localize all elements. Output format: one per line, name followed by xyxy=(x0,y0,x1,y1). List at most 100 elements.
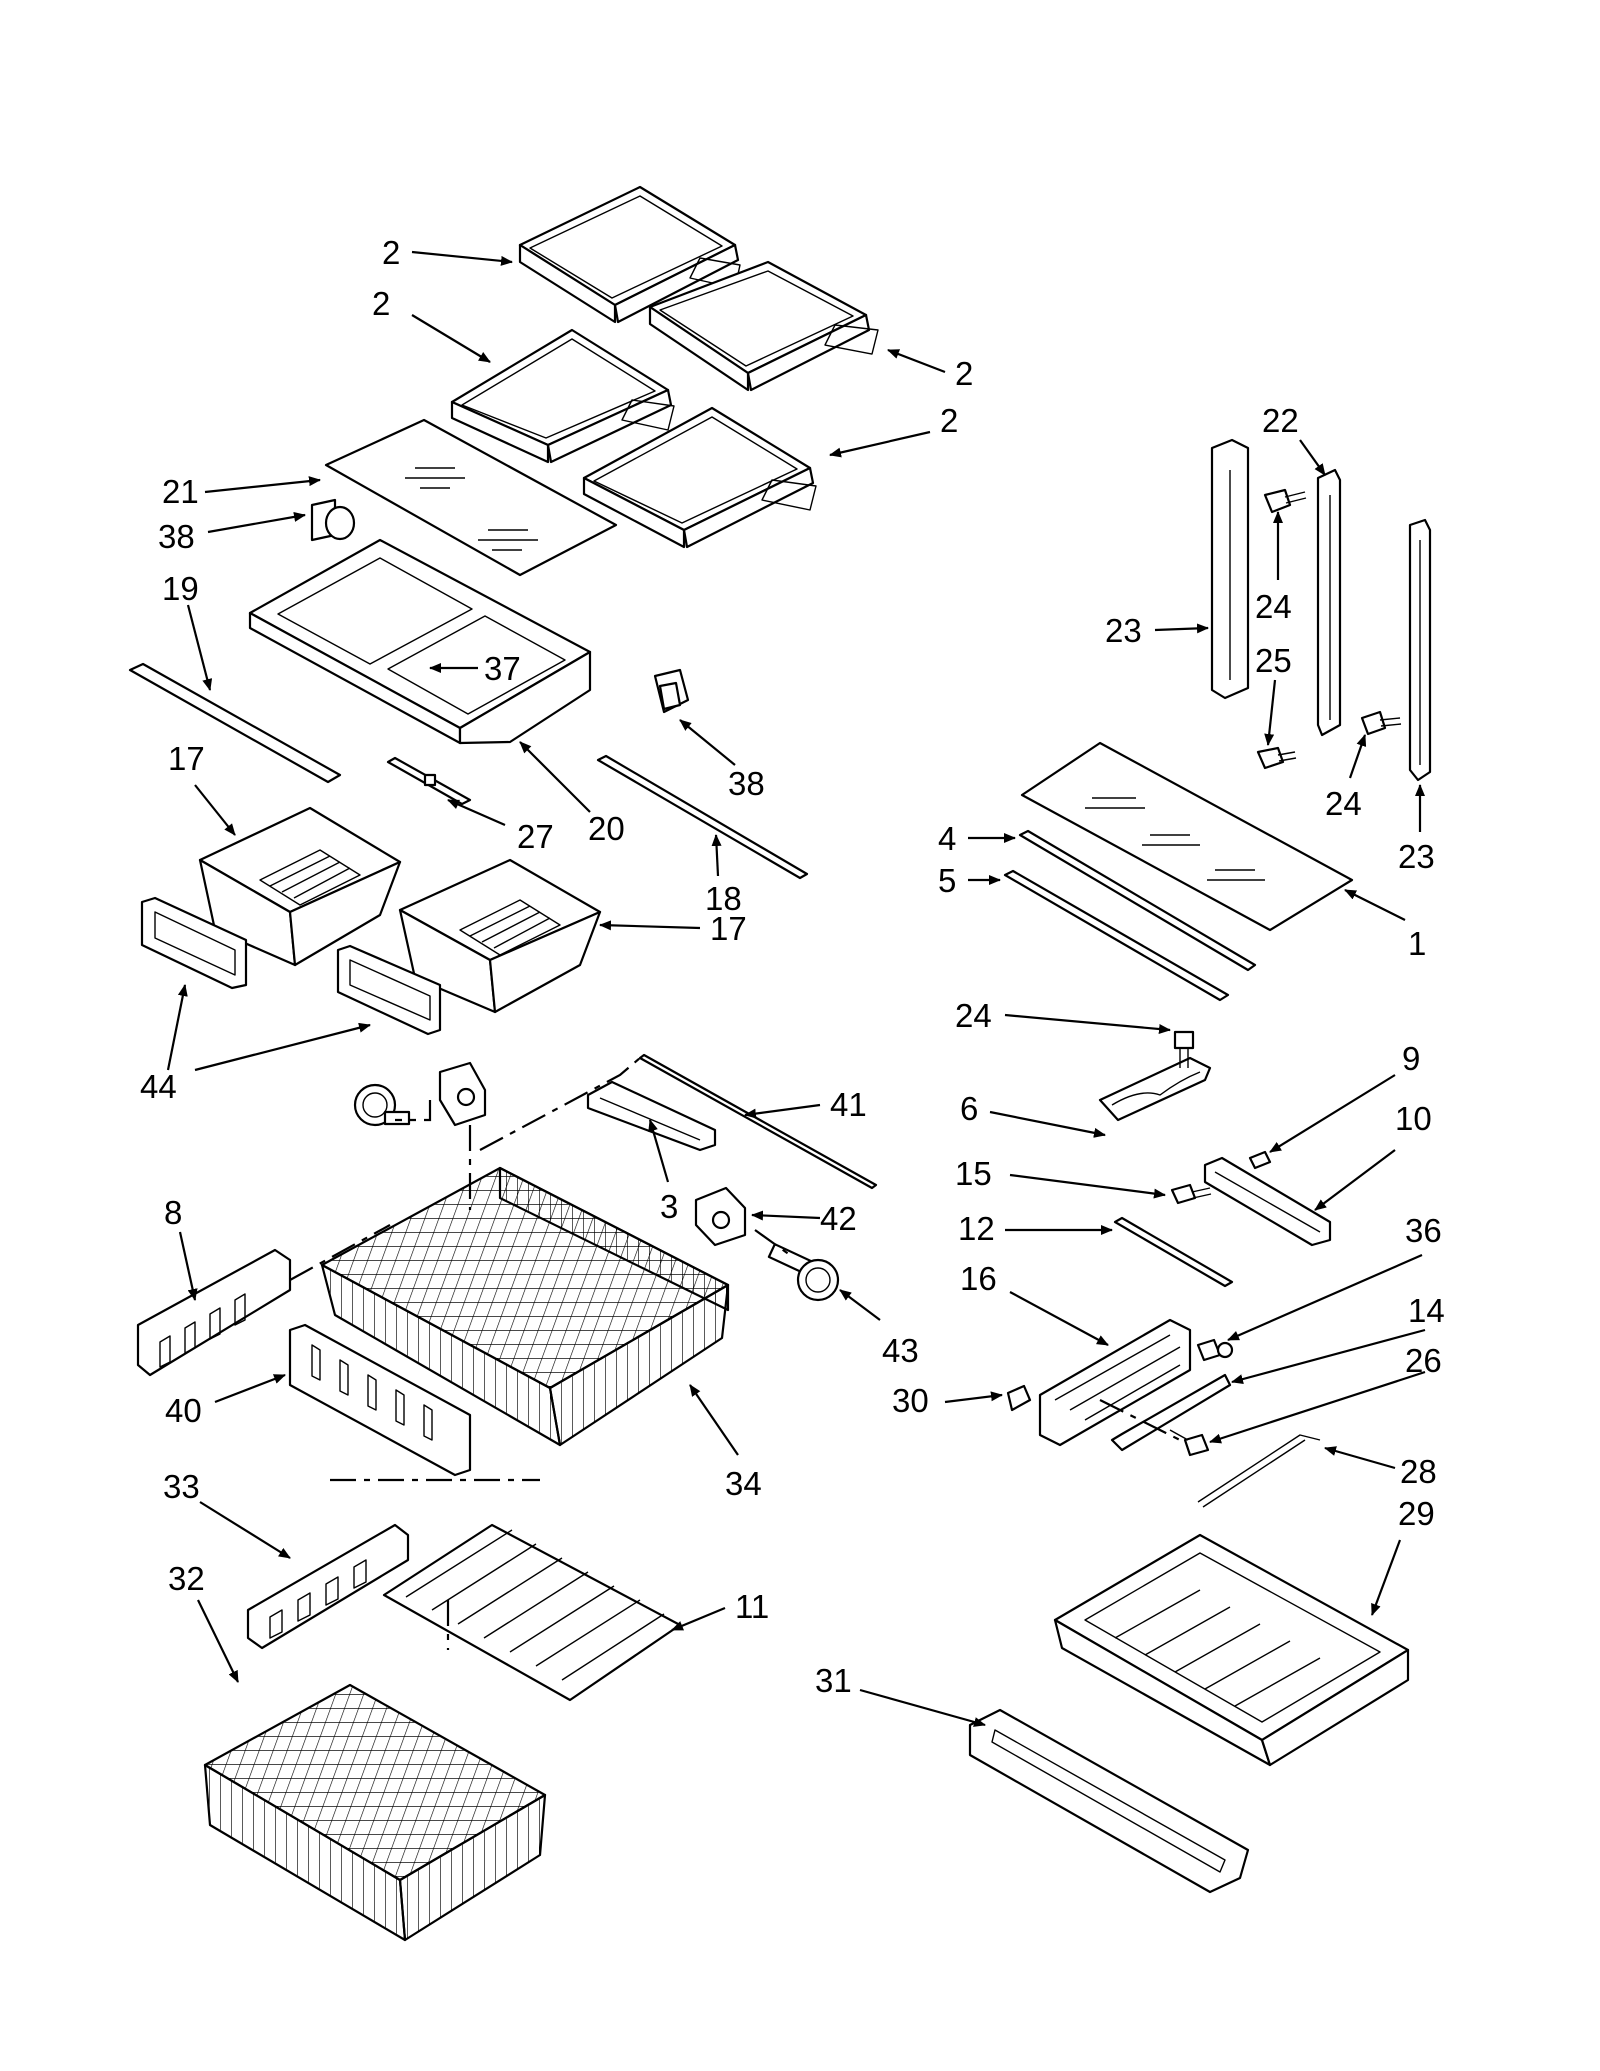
glass-shelf-panel xyxy=(1020,741,1354,932)
svg-text:41: 41 xyxy=(830,1086,867,1123)
callout-32: 32 xyxy=(168,1560,239,1683)
assembly-guide-lines xyxy=(289,1057,1181,1650)
svg-text:37: 37 xyxy=(484,650,521,687)
tray-slide-cover xyxy=(1110,1373,1232,1452)
basket-divider-front xyxy=(288,1323,472,1477)
svg-text:21: 21 xyxy=(162,473,199,510)
svg-text:32: 32 xyxy=(168,1560,205,1597)
svg-text:33: 33 xyxy=(163,1468,200,1505)
callout-40: 40 xyxy=(165,1373,286,1429)
callout-2a: 2 xyxy=(382,234,513,271)
callout-38b: 38 xyxy=(679,719,765,802)
svg-text:24: 24 xyxy=(955,997,992,1034)
parts-group xyxy=(128,185,1432,1942)
svg-text:2: 2 xyxy=(940,402,958,439)
basket-mounting-bracket xyxy=(438,1061,487,1127)
cantilever-shelf xyxy=(648,260,879,392)
svg-text:38: 38 xyxy=(728,765,765,802)
svg-text:4: 4 xyxy=(938,820,956,857)
freezer-tray-front xyxy=(968,1708,1250,1894)
svg-text:3: 3 xyxy=(660,1188,678,1225)
callout-24c: 24 xyxy=(955,997,1171,1034)
callout-10: 10 xyxy=(1314,1100,1432,1211)
crisper-drawer xyxy=(398,858,602,1014)
svg-text:12: 12 xyxy=(958,1210,995,1247)
mounting-screw xyxy=(1173,1030,1195,1068)
freezer-wire-basket xyxy=(320,1166,730,1447)
mounting-screw xyxy=(1263,488,1307,514)
svg-text:24: 24 xyxy=(1325,785,1362,822)
basket-slide-rail xyxy=(586,1080,717,1152)
callout-24b: 24 xyxy=(1325,734,1367,822)
basket-divider-left xyxy=(136,1248,292,1377)
svg-text:29: 29 xyxy=(1398,1495,1435,1532)
cantilever-shelf xyxy=(450,328,675,464)
callout-14: 14 xyxy=(1231,1292,1445,1384)
shelf-support-bracket xyxy=(653,668,690,714)
shelf-ladder xyxy=(1316,468,1342,737)
svg-text:23: 23 xyxy=(1398,838,1435,875)
callout-2b: 2 xyxy=(372,285,491,363)
svg-text:17: 17 xyxy=(168,740,205,777)
svg-text:23: 23 xyxy=(1105,612,1142,649)
svg-text:2: 2 xyxy=(955,355,973,392)
svg-text:5: 5 xyxy=(938,862,956,899)
svg-text:22: 22 xyxy=(1262,402,1299,439)
callout-36: 36 xyxy=(1227,1212,1442,1342)
basket-gear-assembly xyxy=(353,1083,411,1127)
callout-23b: 23 xyxy=(1398,784,1435,875)
svg-text:26: 26 xyxy=(1405,1342,1442,1379)
callout-11: 11 xyxy=(671,1588,769,1632)
callout-38a: 38 xyxy=(158,511,306,555)
crisper-drawer-front xyxy=(140,896,248,990)
mounting-screw xyxy=(1169,1429,1210,1457)
svg-text:8: 8 xyxy=(164,1194,182,1231)
svg-text:2: 2 xyxy=(382,234,400,271)
basket-rail-rod xyxy=(638,1053,878,1190)
callout-27: 27 xyxy=(447,798,554,855)
svg-text:24: 24 xyxy=(1255,588,1292,625)
callout-15: 15 xyxy=(955,1155,1166,1199)
rail-end-cap xyxy=(1006,1384,1032,1412)
svg-text:2: 2 xyxy=(372,285,390,322)
mounting-screw xyxy=(1170,1183,1212,1205)
callout-29: 29 xyxy=(1370,1495,1435,1616)
tray-wire-handle xyxy=(1197,1434,1321,1508)
callout-17b: 17 xyxy=(599,910,747,947)
callout-41: 41 xyxy=(744,1086,867,1123)
svg-text:14: 14 xyxy=(1408,1292,1445,1329)
callout-2c: 2 xyxy=(887,348,973,392)
shelf-support-wavy xyxy=(1098,1056,1212,1122)
shelf-support-bracket xyxy=(310,498,356,542)
callout-17a: 17 xyxy=(168,740,236,836)
retaining-clip xyxy=(1248,1150,1272,1170)
svg-text:36: 36 xyxy=(1405,1212,1442,1249)
mounting-screw xyxy=(1256,746,1297,770)
basket-mounting-bracket xyxy=(694,1186,747,1247)
callout-42: 42 xyxy=(751,1200,857,1237)
tray-slide-assembly xyxy=(1038,1318,1192,1447)
svg-text:18: 18 xyxy=(705,880,742,917)
svg-text:6: 6 xyxy=(960,1090,978,1127)
svg-text:19: 19 xyxy=(162,570,199,607)
svg-text:31: 31 xyxy=(815,1662,852,1699)
cantilever-shelf xyxy=(518,185,741,324)
svg-text:17: 17 xyxy=(710,910,747,947)
crisper-side-trim xyxy=(596,754,809,880)
shelf-front-trim xyxy=(1018,829,1257,972)
callout-4: 4 xyxy=(938,820,1016,857)
callout-26: 26 xyxy=(1209,1342,1442,1444)
callout-19: 19 xyxy=(162,570,213,691)
crisper-cover-frame xyxy=(248,538,592,745)
svg-text:10: 10 xyxy=(1395,1100,1432,1137)
glass-shelf-panel xyxy=(324,418,618,577)
slide-rail xyxy=(1203,1156,1332,1247)
callout-6: 6 xyxy=(960,1090,1106,1138)
callout-22: 22 xyxy=(1262,402,1326,476)
callout-5: 5 xyxy=(938,862,1001,899)
callout-24a: 24 xyxy=(1255,511,1292,625)
svg-text:25: 25 xyxy=(1255,642,1292,679)
callout-20: 20 xyxy=(519,741,625,847)
shelf-ladder xyxy=(1408,518,1432,782)
svg-text:16: 16 xyxy=(960,1260,997,1297)
